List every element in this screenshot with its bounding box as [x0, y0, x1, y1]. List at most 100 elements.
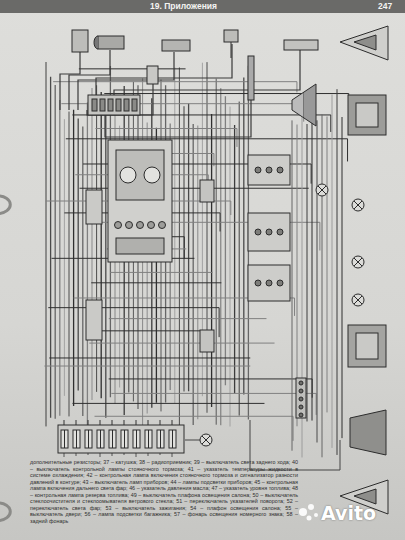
- switch-module: [248, 155, 290, 185]
- watermark: Avito: [321, 502, 376, 524]
- wire: [105, 101, 106, 418]
- wire: [87, 84, 153, 115]
- wire: [312, 88, 313, 420]
- relay-symbol: [200, 180, 214, 202]
- bulb-filament: [318, 186, 326, 194]
- relay-symbol: [200, 330, 214, 352]
- sender-rod: [248, 56, 254, 100]
- wire: [148, 420, 149, 425]
- bulb-filament: [354, 201, 362, 209]
- fuse-block: [58, 425, 184, 453]
- switch-contact: [266, 167, 272, 173]
- switch-contact: [266, 229, 272, 235]
- header-band: [0, 0, 405, 13]
- wire: [64, 420, 65, 425]
- wire: [225, 96, 226, 385]
- fuse-link: [148, 430, 149, 448]
- connector-block: [86, 300, 102, 340]
- relay-pin: [124, 99, 129, 111]
- wire: [307, 124, 308, 421]
- watermark-logo: [314, 513, 318, 517]
- relay-pin: [132, 99, 137, 111]
- wire: [174, 67, 175, 403]
- switch-contact: [255, 280, 261, 286]
- relay-pin: [108, 99, 113, 111]
- bulb-symbol: [352, 294, 364, 306]
- lamp-inner: [354, 35, 376, 50]
- fuse-link: [124, 430, 125, 448]
- headlamp-lens: [356, 103, 378, 127]
- wire: [64, 119, 65, 396]
- watermark-logo: [308, 504, 314, 510]
- bulb-symbol: [316, 184, 328, 196]
- fuse-link: [88, 430, 89, 448]
- fuse-link: [112, 430, 113, 448]
- wire: [48, 308, 219, 337]
- warning-lamp: [137, 222, 144, 229]
- wire: [49, 357, 250, 358]
- wire: [342, 117, 343, 438]
- terminal: [299, 405, 303, 409]
- relay-pin: [116, 99, 121, 111]
- switch-contact: [266, 280, 272, 286]
- fuse: [85, 430, 92, 448]
- wire: [79, 68, 186, 69]
- side-lamp: [350, 410, 386, 455]
- wire: [337, 89, 338, 455]
- components: [58, 26, 388, 514]
- warning-lamp: [148, 222, 155, 229]
- fuse: [169, 430, 176, 448]
- switch-contact: [277, 280, 283, 286]
- wire: [109, 379, 312, 398]
- wires: [44, 44, 348, 470]
- cylinder-symbol: [162, 40, 190, 51]
- wire: [109, 318, 267, 319]
- wire: [87, 102, 88, 426]
- bulb-symbol: [200, 434, 212, 446]
- wire: [89, 343, 274, 344]
- wire: [136, 420, 137, 425]
- wire: [64, 453, 65, 457]
- switch-contact: [277, 167, 283, 173]
- headlamp-left: [348, 95, 386, 135]
- relay-pin: [100, 99, 105, 111]
- bulb-filament: [354, 258, 362, 266]
- warning-lamp: [159, 222, 166, 229]
- wire: [60, 52, 80, 110]
- wire: [91, 88, 92, 400]
- lamp-symbol: [340, 26, 388, 60]
- wire: [100, 420, 101, 425]
- terminal: [299, 389, 303, 393]
- wire: [78, 52, 174, 110]
- sensor-rod: [231, 42, 232, 58]
- motor-symbol: [98, 36, 124, 49]
- lamp-inner: [354, 489, 376, 504]
- terminal: [299, 397, 303, 401]
- wire: [50, 77, 51, 418]
- sensor-symbol: [224, 30, 238, 42]
- wire: [124, 420, 125, 425]
- fuse-link: [64, 430, 65, 448]
- horn-symbol: [292, 92, 304, 118]
- wire: [172, 453, 173, 457]
- wire: [86, 330, 209, 331]
- wire: [91, 282, 221, 283]
- ignition-coil: [72, 30, 88, 52]
- watermark-logo: [299, 508, 307, 516]
- wire: [101, 92, 102, 398]
- figure-caption: дополнительные резисторы; 37 – катушка; …: [30, 459, 298, 524]
- gauge-symbol: [120, 167, 136, 183]
- relay-block: [88, 95, 140, 115]
- wire: [112, 420, 113, 425]
- wire: [243, 78, 244, 395]
- fuse-link: [172, 430, 173, 448]
- fuse-link: [160, 430, 161, 448]
- wire: [46, 62, 47, 426]
- wire: [239, 102, 240, 416]
- wire: [322, 115, 323, 458]
- fuse: [61, 430, 68, 448]
- gauge-panel: [116, 150, 164, 200]
- connector-block: [86, 190, 102, 224]
